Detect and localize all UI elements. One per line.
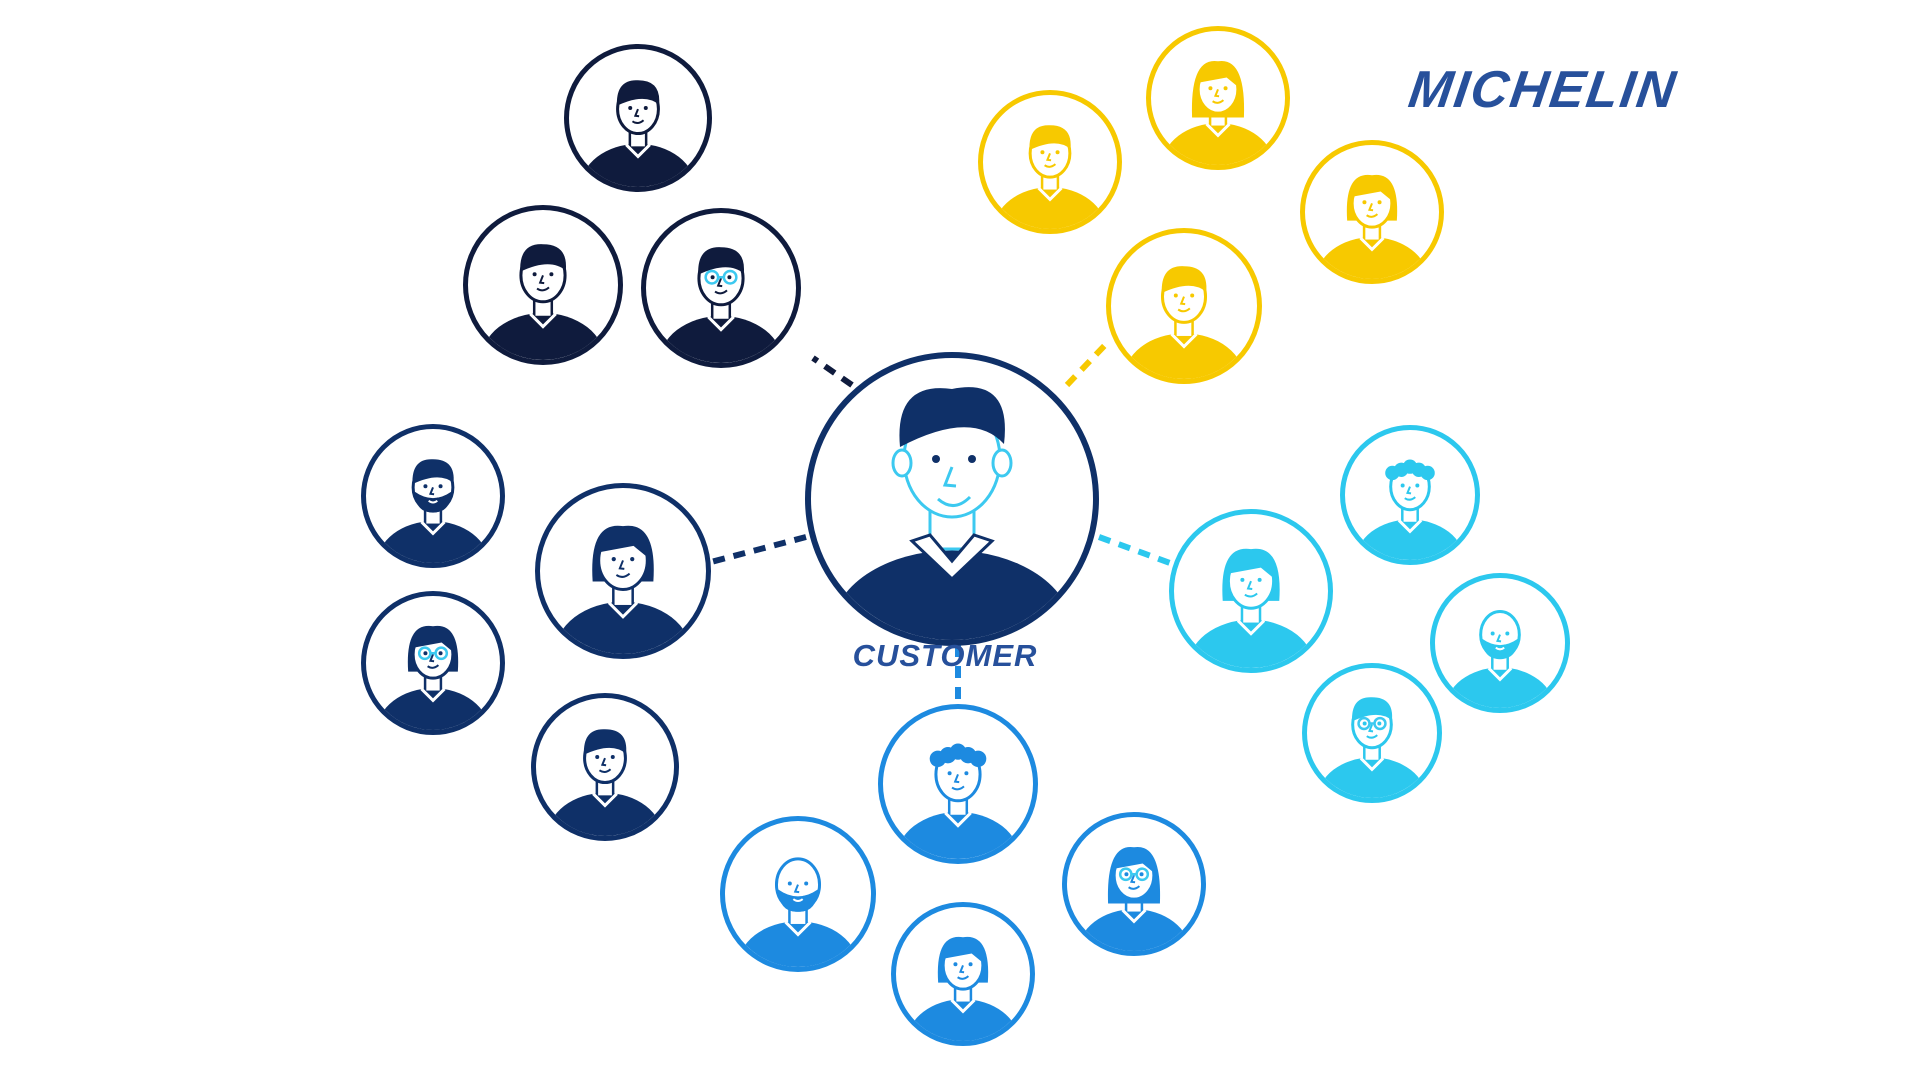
person-avatar [978,90,1122,234]
shoulders [1445,667,1555,708]
group-yellow [978,26,1444,384]
shoulders [1161,123,1275,165]
connector-cyan [1097,534,1172,566]
avatar-ring [1300,140,1444,284]
shoulders [1123,333,1245,379]
avatar-ring [1062,812,1206,956]
shoulders [554,601,692,654]
person-avatar [891,902,1035,1046]
connector-navy_dark [811,355,854,388]
shoulders [737,921,859,967]
avatars [361,26,1570,1046]
person-avatar [641,208,801,368]
person-avatar [1106,228,1262,384]
shoulders [547,792,663,836]
shoulders [658,316,784,363]
shoulders [480,313,606,360]
shoulders [1187,619,1315,668]
shoulders [895,812,1021,859]
group-navy [361,424,711,841]
avatar-ring [978,90,1122,234]
shoulders [376,688,490,730]
person-avatar [361,424,505,568]
shoulders [1315,237,1429,279]
shoulders [906,999,1020,1041]
person-avatar [720,816,876,972]
person-avatar [1146,26,1290,170]
person-avatar [1302,663,1442,803]
avatar-ring [1430,573,1570,713]
shoulders [376,521,490,563]
shoulders [831,550,1073,640]
shoulders [993,187,1107,229]
person-avatar [531,693,679,841]
person-avatar [1169,509,1333,673]
customer-avatar [805,352,1099,646]
person-avatar [361,591,505,735]
shoulders [1355,519,1465,560]
avatar-ring [564,44,712,192]
michelin-logo: MICHELIN [1405,61,1681,119]
avatar-ring [891,902,1035,1046]
group-navy-dark [463,44,801,368]
person-avatar [1340,425,1480,565]
group-cyan [1169,425,1570,803]
avatar-ring [1340,425,1480,565]
person-avatar [463,205,623,365]
avatar-ring [641,208,801,368]
avatar-ring [535,483,711,659]
avatar-ring [1302,663,1442,803]
connectors [710,339,1172,704]
avatar-ring [531,693,679,841]
avatar-ring [1146,26,1290,170]
person-avatar [878,704,1038,864]
avatar-ring [1106,228,1262,384]
avatar-ring [805,352,1099,646]
group-blue [720,704,1206,1046]
avatar-ring [361,591,505,735]
avatar-ring [463,205,623,365]
avatar-ring [361,424,505,568]
person-avatar [1062,812,1206,956]
shoulders [1317,757,1427,798]
connector-yellow [1064,339,1111,388]
person-avatar [1300,140,1444,284]
avatar-ring [1169,509,1333,673]
avatar-ring [720,816,876,972]
connector-navy [710,534,807,565]
person-avatar [564,44,712,192]
avatar-ring [878,704,1038,864]
customer-label: CUSTOMER [852,638,1038,673]
person-avatar [535,483,711,659]
person-avatar [1430,573,1570,713]
shoulders [580,143,696,187]
shoulders [1077,909,1191,951]
